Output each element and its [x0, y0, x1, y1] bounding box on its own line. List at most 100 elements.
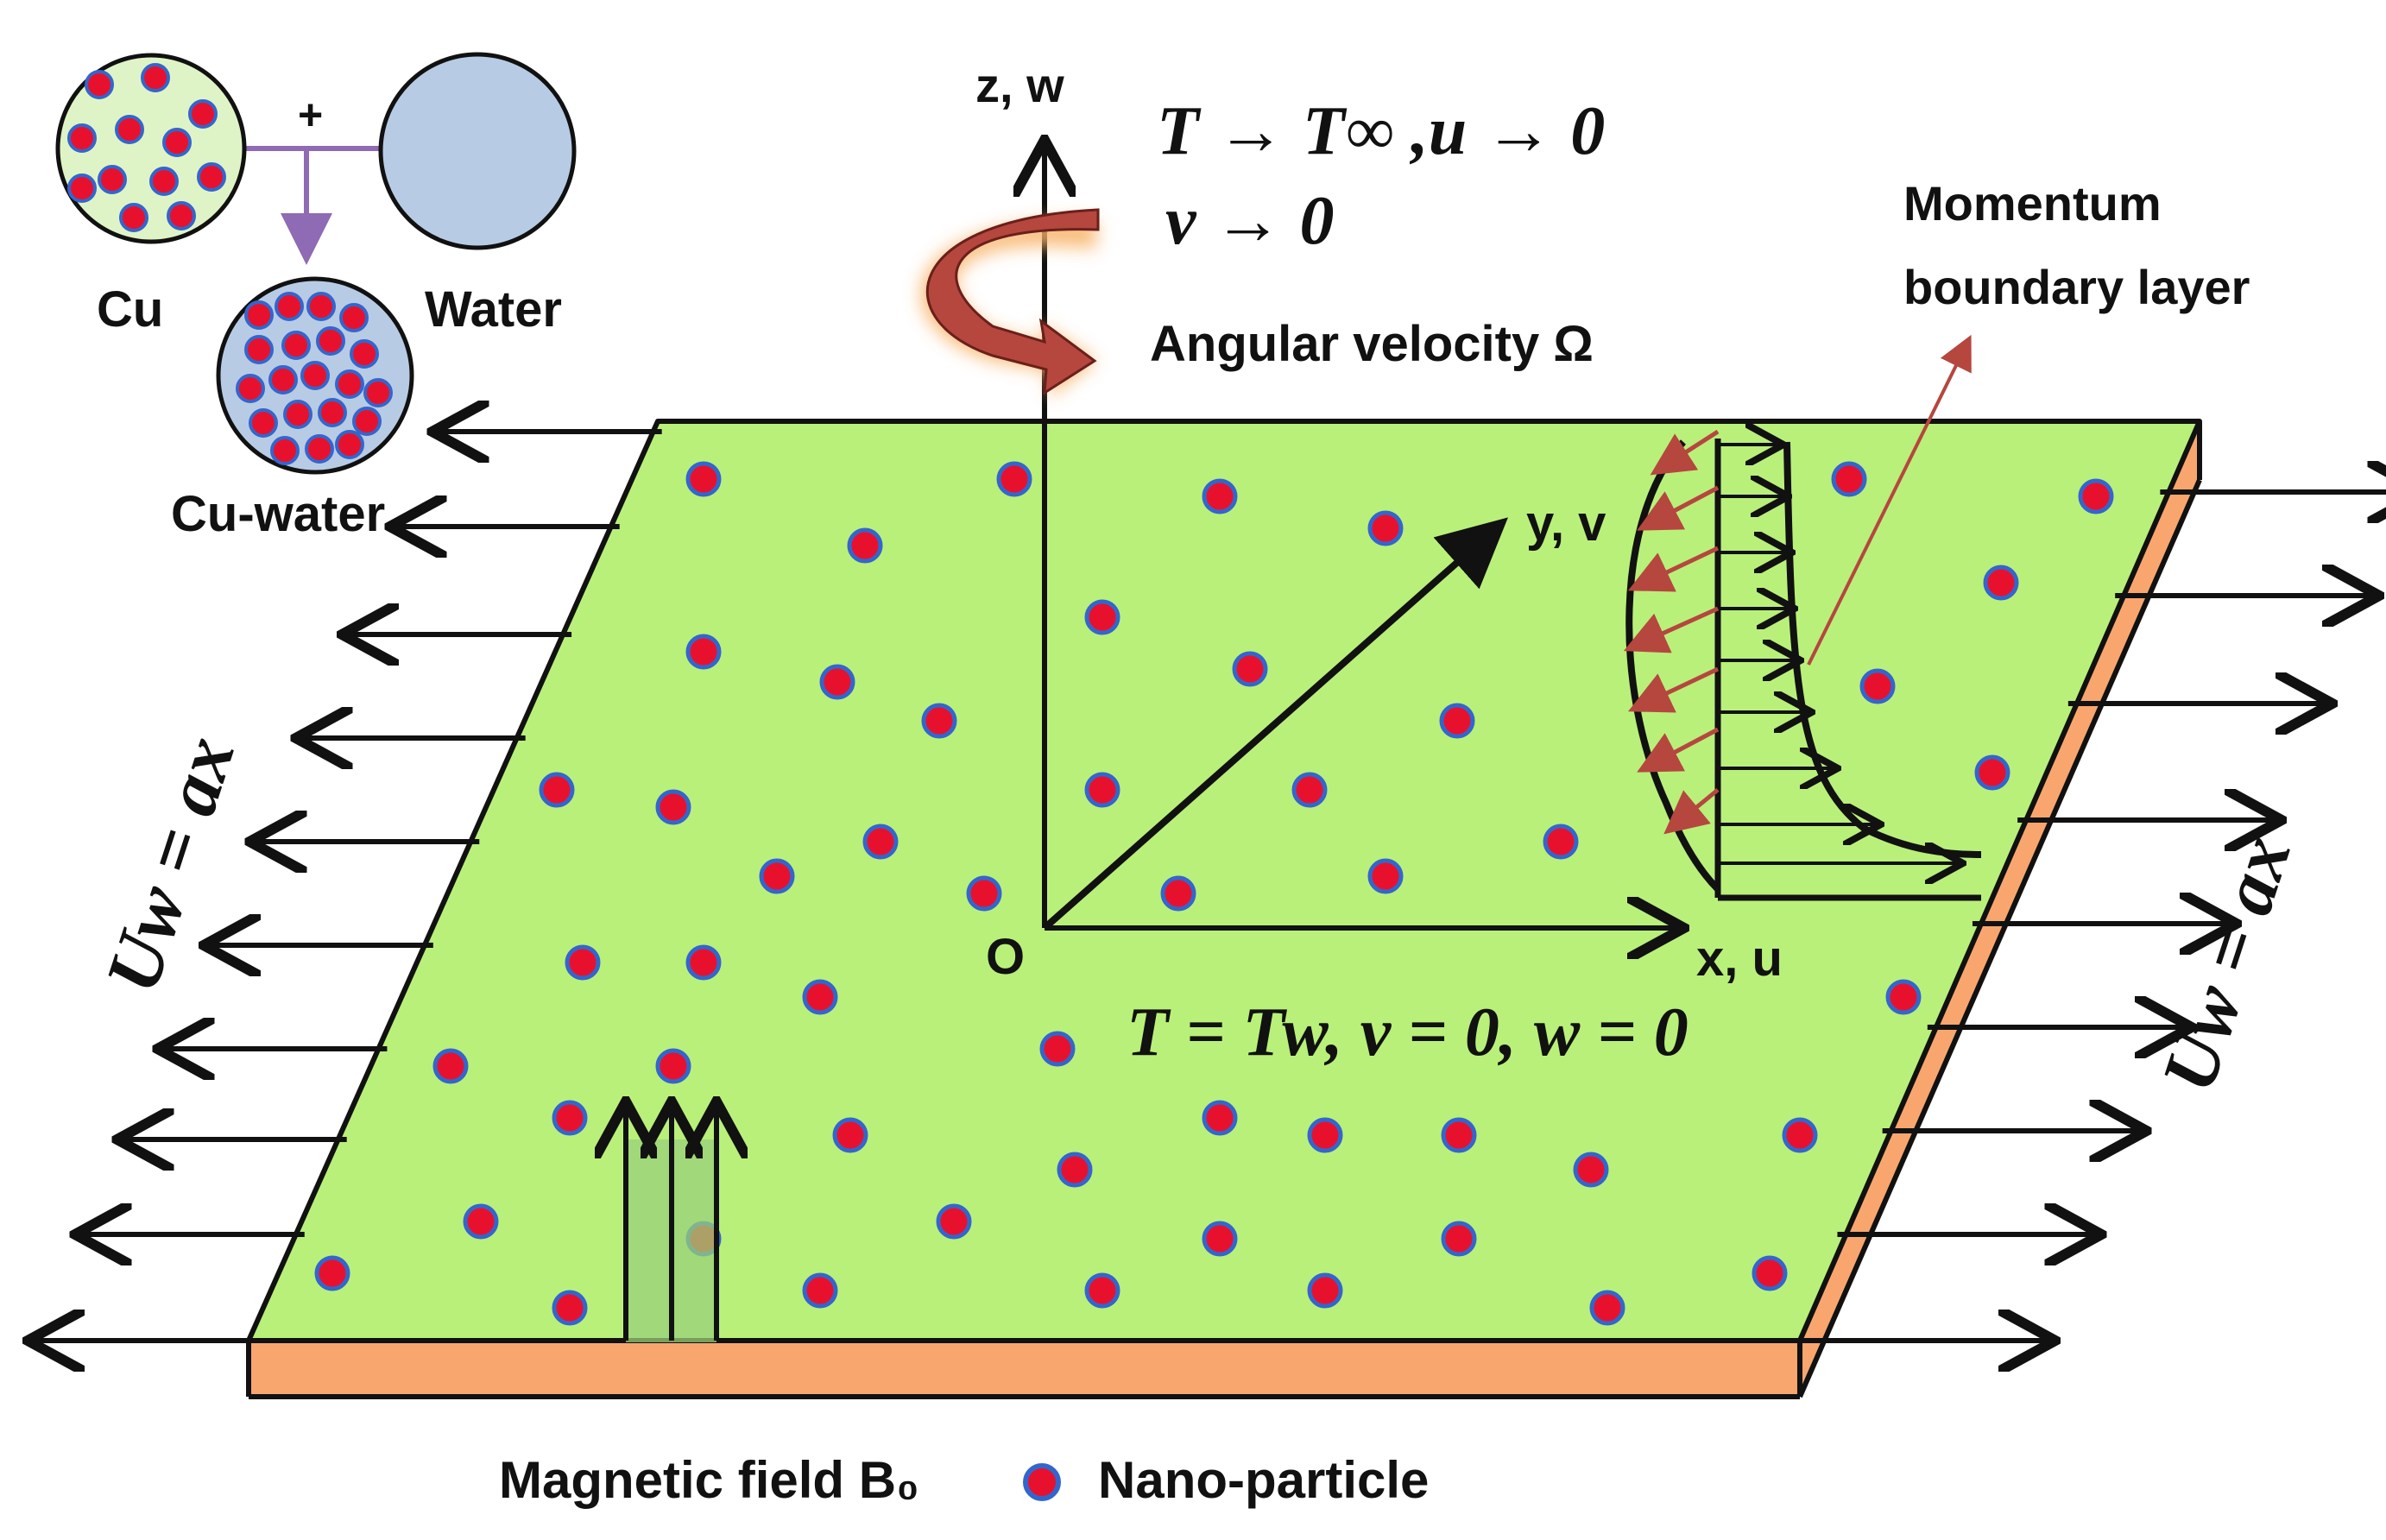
boundary-layer-label-1: Momentum — [1903, 176, 2162, 230]
nanoparticle — [966, 875, 1002, 912]
origin-label: O — [986, 929, 1025, 985]
nanoparticle-label: Nano-particle — [1098, 1451, 1429, 1509]
nanoparticle — [802, 1272, 838, 1309]
nanoparticle — [832, 1117, 868, 1153]
cu-particle — [67, 174, 97, 203]
cu-water-particle — [249, 408, 278, 438]
water-label: Water — [425, 281, 562, 338]
boundary-conditions: T → T∞ ,u → 0 v → 0 T = Tw, v = 0, w = 0 — [1127, 93, 1689, 1070]
left-stretch-arrows — [33, 432, 662, 1341]
nanoparticle — [1367, 510, 1404, 546]
cu-water-particle — [306, 292, 336, 321]
cu-water-particle — [281, 331, 311, 360]
cu-particle — [188, 99, 218, 129]
nanoparticle — [1441, 1117, 1477, 1153]
nanoparticle — [1752, 1255, 1788, 1291]
stretch-label-left: Uw = ax — [91, 727, 251, 1002]
nanoparticle — [463, 1203, 499, 1240]
boundary-layer-pointer — [1807, 334, 1972, 666]
y-axis — [1042, 517, 1508, 931]
nanoparticle — [1084, 599, 1120, 635]
nanoparticle — [1057, 1152, 1093, 1188]
nanoparticle — [1974, 754, 2010, 791]
cu-particle — [115, 115, 144, 144]
nanoparticle — [1859, 668, 1896, 704]
cu-water-particle — [352, 407, 382, 436]
water-circle — [378, 52, 577, 250]
sheet-right-edge — [1800, 423, 2200, 1397]
nanoparticle-legend-icon — [1023, 1463, 1061, 1501]
v-velocity-arrow — [1623, 606, 1720, 653]
nanoparticle — [1232, 651, 1268, 687]
nanoparticle — [862, 824, 899, 860]
nanoparticle — [1307, 1117, 1343, 1153]
nanoparticle — [432, 1048, 469, 1084]
far-field-condition-2: v → 0 — [1165, 183, 1335, 259]
x-axis-label: x, u — [1696, 931, 1783, 987]
cu-water-particle — [305, 434, 334, 464]
cu-water-particles — [236, 292, 393, 465]
rotation-label: Angular velocity Ω — [1150, 316, 1594, 372]
cu-water-particle — [283, 400, 312, 429]
bottom-legend: Magnetic field B₀ Nano-particle — [499, 1451, 1429, 1509]
nanoparticle — [1039, 1031, 1076, 1067]
cu-particle — [141, 63, 170, 92]
cu-water-particle — [350, 339, 379, 369]
nanoparticle — [655, 1048, 691, 1084]
nanoparticle — [1441, 1221, 1477, 1257]
v-velocity-arrow — [1650, 429, 1720, 476]
nanoparticle — [314, 1255, 350, 1291]
cu-water-particle — [268, 365, 298, 394]
boundary-layer-arrows — [1623, 429, 1960, 863]
nanoparticle — [685, 944, 722, 981]
nanoparticle — [996, 461, 1032, 497]
nanoparticle — [759, 858, 795, 894]
cu-particle — [119, 203, 148, 232]
cu-particle — [149, 167, 179, 196]
wall-condition: T = Tw, v = 0, w = 0 — [1127, 994, 1689, 1070]
z-axis-label: z, w — [975, 58, 1064, 112]
nanoparticle — [539, 772, 575, 808]
nanoparticle — [847, 527, 883, 564]
v-velocity-arrow — [1637, 485, 1720, 531]
cu-water-particle — [339, 303, 369, 332]
nanoparticle — [1291, 772, 1328, 808]
v-velocity-arrow — [1627, 546, 1720, 592]
cu-particle — [167, 201, 196, 230]
right-stretch-arrows — [1791, 492, 2386, 1341]
v-velocity-arrow — [1637, 727, 1720, 773]
nanoparticle — [819, 664, 855, 700]
cu-water-particle — [318, 398, 347, 427]
sheet-top-surface — [246, 419, 2202, 1343]
v-velocity-arrow — [1627, 666, 1720, 713]
magnetic-field-label: Magnetic field B₀ — [499, 1451, 919, 1509]
nanoparticle — [685, 634, 722, 670]
nanoparticle — [552, 1100, 588, 1136]
nanoparticle — [1439, 703, 1475, 739]
nanoparticle — [1589, 1290, 1625, 1326]
nanoparticle — [1202, 478, 1238, 514]
rotation-arrow-body — [925, 208, 1100, 395]
cu-particle — [197, 162, 226, 192]
y-axis-label: y, v — [1526, 495, 1606, 552]
cu-particle — [85, 70, 114, 99]
cu-water-particle — [236, 374, 265, 403]
cu-water-particle — [244, 300, 274, 330]
cu-water-particle — [270, 436, 300, 465]
nanoparticle — [1831, 461, 1867, 497]
nanoparticle — [921, 703, 957, 739]
cu-particle — [67, 123, 97, 153]
cu-label: Cu — [97, 281, 163, 338]
far-field-condition-1: T → T∞ ,u → 0 — [1157, 93, 1605, 169]
nanoparticle — [1573, 1152, 1609, 1188]
nanoparticle — [1202, 1100, 1238, 1136]
cu-water-particle — [316, 326, 345, 356]
nanoparticle — [1202, 1221, 1238, 1257]
cu-water-particle — [244, 335, 274, 364]
v-velocity-arrow — [1663, 788, 1720, 835]
nanoparticle — [1307, 1272, 1343, 1309]
cu-particles — [67, 63, 226, 232]
nanoparticle — [1543, 824, 1579, 860]
rotation-arrow: Angular velocity Ω — [920, 208, 1594, 397]
